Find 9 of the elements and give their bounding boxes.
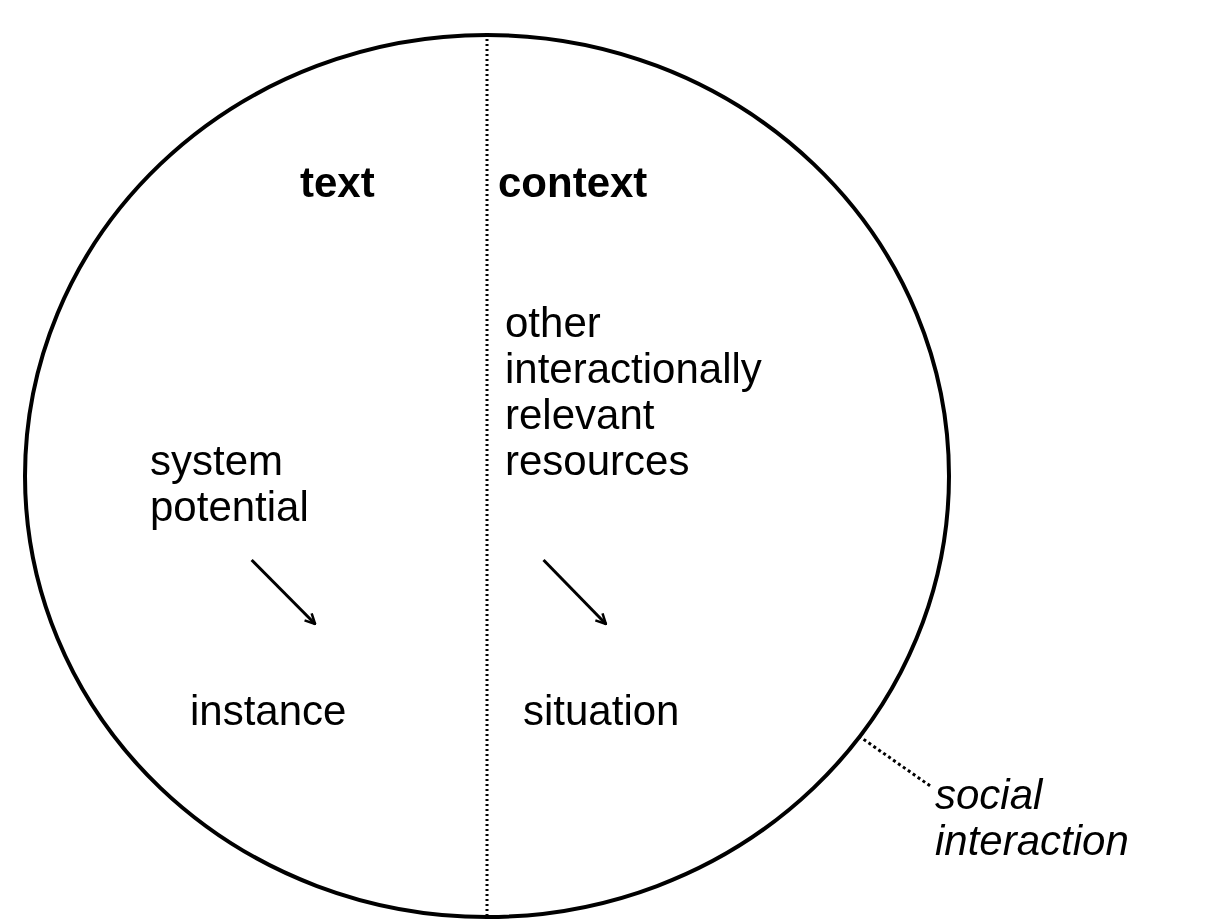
concept-label: system potential — [150, 438, 309, 530]
arrow — [542, 558, 608, 626]
arrow — [250, 558, 317, 626]
section-heading: context — [498, 160, 648, 206]
concept-label: situation — [523, 688, 680, 734]
concept-label: other interactionally relevant resources — [505, 300, 762, 484]
concept-label: instance — [190, 688, 347, 734]
section-heading: text — [300, 160, 375, 206]
caption-label: social interaction — [935, 772, 1129, 864]
